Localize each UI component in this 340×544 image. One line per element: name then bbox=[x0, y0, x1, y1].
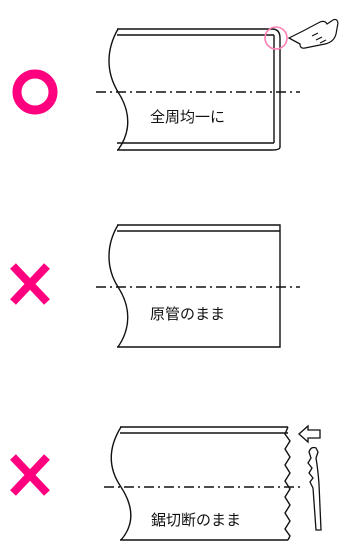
panel-raw: 原管のまま bbox=[10, 224, 300, 348]
pointing-hand-icon bbox=[287, 18, 339, 49]
pipe-raw bbox=[96, 224, 300, 348]
label-uniform: 全周均一に bbox=[150, 108, 225, 126]
pipe-chamfered bbox=[96, 28, 300, 151]
saw-blade-icon bbox=[307, 446, 322, 531]
panel-saw: 鋸切断のまま bbox=[10, 424, 322, 541]
chamfer-highlight bbox=[264, 26, 288, 50]
left-arrow-icon bbox=[298, 424, 321, 444]
pipe-saw-cut bbox=[104, 426, 300, 541]
cross-mark bbox=[10, 263, 50, 305]
panel-ok: 全周均一に bbox=[12, 18, 339, 151]
ok-circle-mark bbox=[12, 69, 58, 115]
label-raw: 原管のまま bbox=[150, 305, 225, 323]
cross-mark bbox=[10, 454, 50, 496]
label-saw: 鋸切断のまま bbox=[151, 511, 241, 529]
